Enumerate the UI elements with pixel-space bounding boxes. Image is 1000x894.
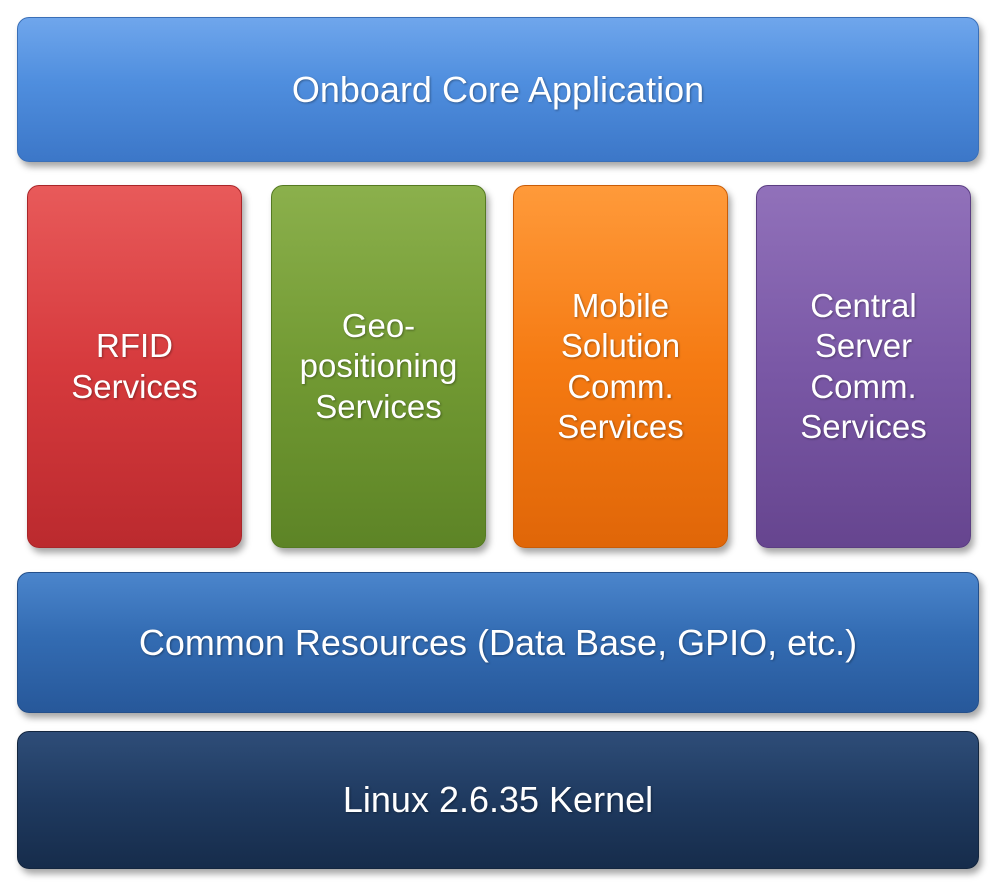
central-server-comm-services-label: Central Server Comm. Services	[800, 287, 927, 445]
central-server-comm-services-block: Central Server Comm. Services	[756, 185, 971, 548]
mobile-solution-comm-services-block: Mobile Solution Comm. Services	[513, 185, 728, 548]
rfid-services-label: RFID Services	[71, 327, 198, 405]
onboard-core-application-layer: Onboard Core Application	[17, 17, 979, 162]
common-resources-layer: Common Resources (Data Base, GPIO, etc.)	[17, 572, 979, 713]
common-resources-label: Common Resources (Data Base, GPIO, etc.)	[138, 621, 858, 663]
linux-kernel-label: Linux 2.6.35 Kernel	[342, 779, 654, 821]
onboard-core-application-label: Onboard Core Application	[291, 68, 705, 110]
geo-positioning-services-block: Geo- positioning Services	[271, 185, 486, 548]
rfid-services-block: RFID Services	[27, 185, 242, 548]
mobile-solution-comm-services-label: Mobile Solution Comm. Services	[557, 287, 684, 445]
linux-kernel-layer: Linux 2.6.35 Kernel	[17, 731, 979, 869]
geo-positioning-services-label: Geo- positioning Services	[299, 307, 458, 425]
